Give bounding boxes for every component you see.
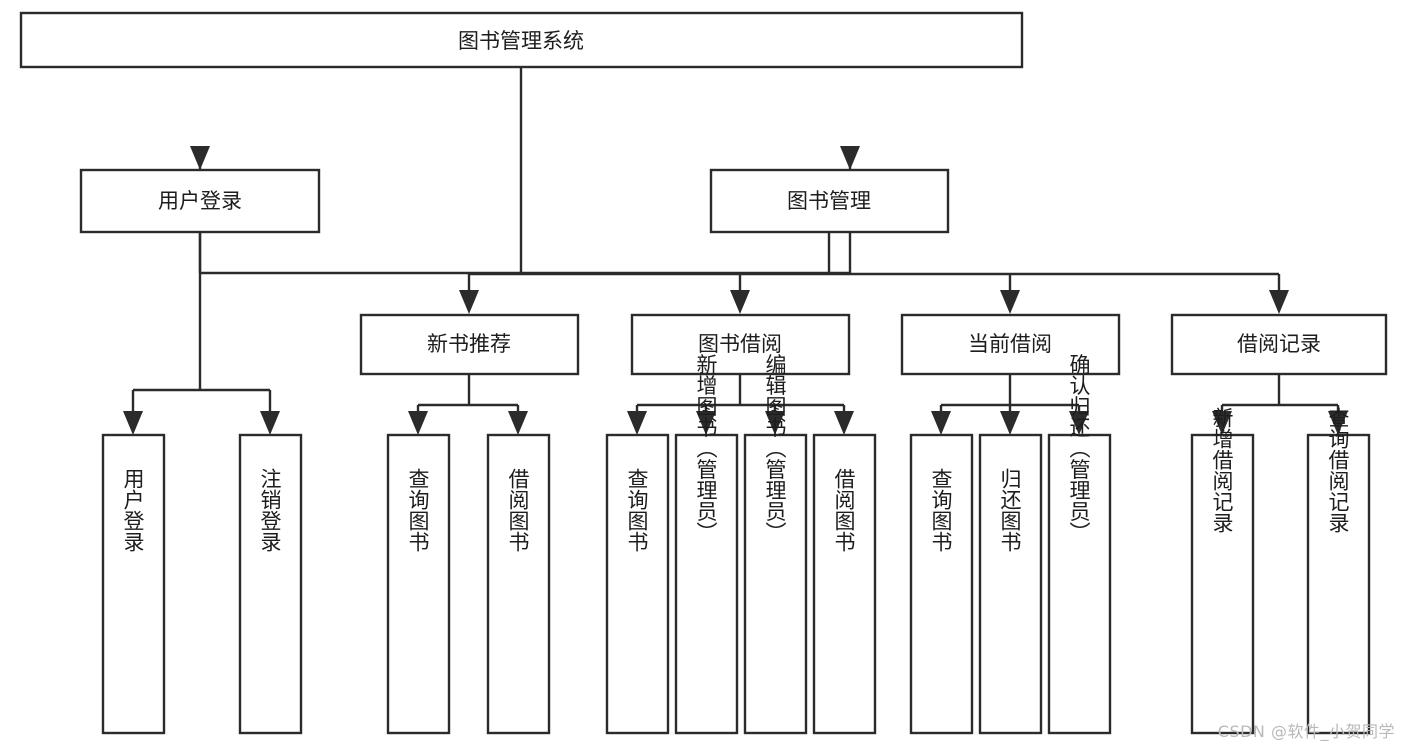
arrow-to-leaf-edit-book [765,411,785,435]
leaf-add-borrow-record-label: 新增借阅记录 [1210,407,1234,533]
arrow-to-book-manage [840,146,860,170]
arrow-to-current-borrow [1000,290,1020,314]
leaf-borrow-book-borrow-label: 借阅图书 [832,468,856,552]
leaf-add-borrow-record-box[interactable] [1190,433,1255,735]
arrow-to-borrow-record [1269,290,1289,314]
node-new-book-recommend-label: 新书推荐 [427,332,511,356]
arrow-to-leaf-query-book-2 [627,411,647,435]
arrow-to-leaf-query-book-1 [408,411,428,435]
node-borrow-record-label: 借阅记录 [1237,332,1321,356]
leaf-query-borrow-record-label: 查询借阅记录 [1326,407,1350,533]
leaf-logout-label: 注销登录 [258,468,282,552]
arrow-to-leaf-logout [260,411,280,435]
leaf-add-book[interactable]: 新增图书（管理员） [674,354,739,735]
node-user-login-box[interactable] [79,168,321,234]
node-current-borrow[interactable]: 当前借阅 [900,313,1121,376]
leaf-confirm-return-label: 确认归还（管理员） [1067,354,1091,543]
leaf-edit-book-label: 编辑图书（管理员） [763,354,787,543]
leaf-user-login-box[interactable] [101,433,166,735]
leaf-confirm-return[interactable]: 确认归还（管理员） [1047,354,1112,735]
leaf-query-book-borrow[interactable]: 查询图书 [605,433,670,735]
leaf-logout-box[interactable] [238,433,303,735]
edge-userlogin-bus [131,232,272,417]
node-book-manage-box[interactable] [709,168,950,234]
leaf-query-book-borrow-label: 查询图书 [625,468,649,552]
leaf-confirm-return-box[interactable] [1047,433,1112,735]
node-book-borrow-label: 图书借阅 [698,332,782,356]
leaf-add-borrow-record[interactable]: 新增借阅记录 [1190,407,1255,735]
leaf-user-login[interactable]: 用户登录 [101,433,166,735]
edge-borrowrecord-bus [1220,374,1340,417]
node-root-box[interactable] [19,11,1024,69]
arrow-to-user-login [190,146,210,170]
edge-bookborrow-bus [635,374,846,417]
arrow-to-leaf-add-record [1212,411,1232,435]
node-book-borrow-box[interactable] [630,313,851,376]
node-new-book-recommend[interactable]: 新书推荐 [359,313,580,376]
leaf-logout[interactable]: 注销登录 [238,433,303,735]
leaf-borrow-book-recommend[interactable]: 借阅图书 [486,433,551,735]
node-borrow-record[interactable]: 借阅记录 [1170,313,1388,376]
edge-currentborrow-bus [939,374,1081,417]
leaf-query-book-recommend-label: 查询图书 [406,468,430,552]
node-user-login-label: 用户登录 [158,189,242,213]
leaf-query-book-borrow-box[interactable] [605,433,670,735]
arrow-to-leaf-user-login [123,411,143,435]
leaf-return-book-label: 归还图书 [998,468,1022,552]
node-new-book-recommend-box[interactable] [359,313,580,376]
node-root-label: 图书管理系统 [458,29,584,53]
leaf-borrow-book-recommend-box[interactable] [486,433,551,735]
leaf-query-book-recommend-box[interactable] [386,433,451,735]
leaf-user-login-label: 用户登录 [121,468,145,552]
arrow-to-leaf-query-record [1328,411,1348,435]
leaf-borrow-book-recommend-label: 借阅图书 [506,468,530,552]
leaf-edit-book-box[interactable] [743,433,808,735]
leaf-query-borrow-record-box[interactable] [1306,433,1371,735]
node-book-manage-label: 图书管理 [787,189,871,213]
arrow-to-leaf-borrow-book-1 [508,411,528,435]
arrow-to-leaf-confirm-return [1069,411,1089,435]
leaf-add-book-label: 新增图书（管理员） [694,354,718,543]
node-borrow-record-box[interactable] [1170,313,1388,376]
arrow-to-book-borrow [730,290,750,314]
leaf-return-book-box[interactable] [978,433,1043,735]
node-user-login[interactable]: 用户登录 [79,168,321,234]
arrow-to-leaf-query-book-3 [931,411,951,435]
leaf-borrow-book-borrow-box[interactable] [812,433,877,735]
leaf-query-book-current[interactable]: 查询图书 [909,433,974,735]
leaf-query-book-recommend[interactable]: 查询图书 [386,433,451,735]
node-book-borrow[interactable]: 图书借阅 [630,313,851,376]
edges-layer [123,67,1348,435]
node-current-borrow-label: 当前借阅 [968,332,1052,356]
leaf-edit-book[interactable]: 编辑图书（管理员） [743,354,808,735]
leaf-query-book-current-label: 查询图书 [929,468,953,552]
node-current-borrow-box[interactable] [900,313,1121,376]
leaf-return-book[interactable]: 归还图书 [978,433,1043,735]
edge-newbook-bus [416,374,520,417]
leaf-add-book-box[interactable] [674,433,739,735]
arrow-to-new-book [459,290,479,314]
leaf-query-book-current-box[interactable] [909,433,974,735]
node-book-manage[interactable]: 图书管理 [709,168,950,234]
edge-bookmanage-bus [467,232,1281,296]
node-root[interactable]: 图书管理系统 [19,11,1024,69]
leaf-query-borrow-record[interactable]: 查询借阅记录 [1306,407,1371,735]
arrow-to-leaf-borrow-book-2 [834,411,854,435]
leaf-borrow-book-borrow[interactable]: 借阅图书 [812,433,877,735]
arrow-to-leaf-add-book [696,411,716,435]
arrow-to-leaf-return-book [1000,411,1020,435]
